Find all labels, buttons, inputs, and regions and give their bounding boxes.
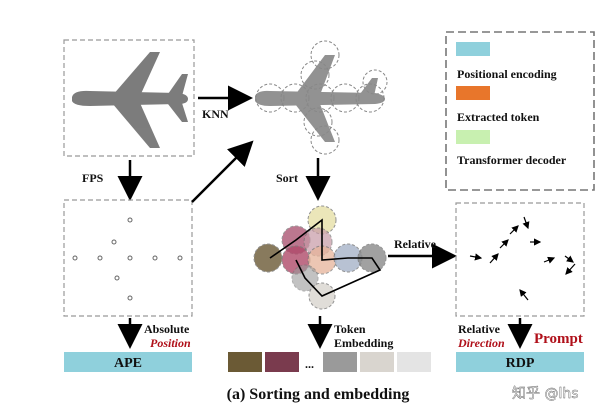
relative-label-top: Relative — [394, 237, 437, 251]
prompt-label: Prompt — [534, 331, 583, 347]
knn-label: KNN — [202, 107, 229, 121]
absolute-label: Absolute — [144, 322, 190, 336]
legend-label-extracted: Extracted token — [457, 110, 540, 124]
rdp-bar — [456, 352, 584, 372]
token-ellipsis: ... — [305, 357, 314, 371]
figure-caption: (a) Sorting and embedding — [227, 386, 410, 403]
sort-path — [269, 218, 382, 297]
sort-label: Sort — [276, 171, 298, 185]
knn-groups — [255, 40, 388, 155]
ape-label: APE — [114, 356, 142, 371]
legend-swatch-positional — [456, 42, 490, 56]
airplane-icon — [72, 52, 188, 148]
fps-label: FPS — [82, 171, 104, 185]
legend-label-decoder: Transformer decoder — [457, 153, 567, 167]
watermark: 知乎 @lhs — [512, 385, 579, 402]
position-label: Position — [150, 336, 191, 350]
embedding-label: Embedding — [334, 336, 393, 350]
sampled-points-box — [63, 199, 193, 317]
rdp-label: RDP — [506, 356, 535, 371]
token-label: Token — [334, 322, 366, 336]
pointcloud-box — [63, 39, 195, 157]
legend-box — [445, 31, 595, 191]
direction-box — [455, 202, 585, 317]
legend-swatch-extracted — [456, 86, 490, 100]
direction-vectors — [469, 216, 576, 301]
direction-label: Direction — [457, 336, 505, 350]
ape-bar — [64, 352, 192, 372]
legend-swatch-decoder — [456, 130, 490, 144]
sample-to-knn-arrow — [191, 140, 254, 203]
relative-label-bottom: Relative — [458, 322, 501, 336]
token-embedding-row — [228, 352, 431, 372]
sampled-points — [72, 217, 183, 301]
legend-label-positional: Positional encoding — [457, 67, 557, 81]
